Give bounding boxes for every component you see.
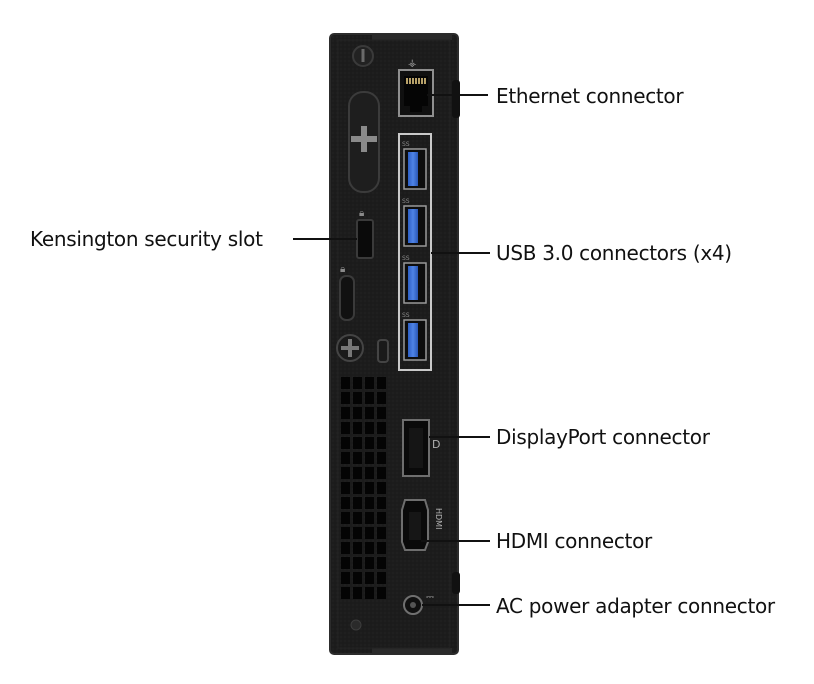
vent-slot [365, 512, 374, 524]
vent-slot [377, 407, 386, 419]
vent-slot [365, 437, 374, 449]
side-tab [452, 80, 460, 118]
vent-slot [353, 587, 362, 599]
usb-symbol-icon: SS [402, 312, 410, 319]
vent-slot [365, 377, 374, 389]
vent-slot [377, 482, 386, 494]
vent-slot [353, 392, 362, 404]
side-tab [452, 572, 460, 594]
kensington-label: Kensington security slot [30, 227, 263, 251]
vent-slot [353, 482, 362, 494]
vent-slot [353, 467, 362, 479]
vent-slot [341, 542, 350, 554]
vent-slot [353, 572, 362, 584]
vent-slot [365, 482, 374, 494]
vent-slot [353, 422, 362, 434]
vent-slot [365, 557, 374, 569]
vent-slot [377, 572, 386, 584]
vent-slot [353, 497, 362, 509]
usb-label: USB 3.0 connectors (x4) [496, 241, 732, 265]
vent-slot [341, 482, 350, 494]
displayport-label: DisplayPort connector [496, 425, 710, 449]
vent-slot [365, 422, 374, 434]
thumbscrew [336, 334, 389, 363]
usb-port: SS [402, 312, 427, 361]
vent-slot [341, 467, 350, 479]
network-icon: ⚶ [408, 58, 417, 69]
usb-symbol-icon: SS [402, 255, 410, 262]
vent-slot [377, 542, 386, 554]
vent-slot [365, 407, 374, 419]
vent-slot [341, 377, 350, 389]
vent-slot [365, 527, 374, 539]
vent-slot [341, 572, 350, 584]
padlock-loop: 🔒︎ [339, 264, 355, 321]
vent-slot [377, 452, 386, 464]
usb-port: SS [402, 198, 427, 247]
expansion-cover [348, 91, 380, 193]
vent-slot [377, 392, 386, 404]
padlock-icon: 🔒︎ [340, 264, 345, 275]
usb-port: SS [402, 141, 427, 190]
vent-slot [377, 422, 386, 434]
lock-icon: 🔒︎ [359, 208, 364, 219]
vent-slot [377, 377, 386, 389]
vent-slot [353, 377, 362, 389]
vent-slot [353, 557, 362, 569]
vent-slot [377, 512, 386, 524]
vent-grille [341, 377, 386, 599]
power-button [352, 45, 374, 67]
vent-slot [365, 497, 374, 509]
vent-slot [341, 587, 350, 599]
vent-slot [353, 542, 362, 554]
vent-slot [353, 527, 362, 539]
vent-slot [365, 587, 374, 599]
vent-slot [377, 467, 386, 479]
vent-slot [377, 527, 386, 539]
vent-slot [341, 512, 350, 524]
ac-power-port: ⎓ [403, 592, 434, 615]
dc-symbol-icon: ⎓ [426, 592, 434, 603]
status-led [350, 619, 362, 631]
displayport-icon: D [432, 438, 440, 451]
usb-port-cluster: SS SS SS SS [398, 133, 432, 371]
vent-slot [341, 407, 350, 419]
vent-slot [365, 452, 374, 464]
vent-slot [353, 452, 362, 464]
ac-power-label: AC power adapter connector [496, 594, 775, 618]
vent-slot [341, 437, 350, 449]
vent-slot [353, 407, 362, 419]
vent-slot [365, 542, 374, 554]
vent-slot [377, 437, 386, 449]
vent-slot [353, 437, 362, 449]
vent-slot [341, 557, 350, 569]
usb-symbol-icon: SS [402, 198, 410, 205]
hdmi-icon: HDMI [434, 508, 443, 529]
ethernet-label: Ethernet connector [496, 84, 684, 108]
vent-slot [341, 452, 350, 464]
displayport-port: D [402, 419, 440, 477]
vent-slot [341, 422, 350, 434]
vent-slot [365, 467, 374, 479]
callout-lines [293, 94, 490, 606]
hdmi-label: HDMI connector [496, 529, 652, 553]
vent-slot [341, 392, 350, 404]
vent-slot [377, 557, 386, 569]
vent-slot [377, 497, 386, 509]
vent-slot [353, 512, 362, 524]
vent-slot [341, 527, 350, 539]
usb-symbol-icon: SS [402, 141, 410, 148]
hdmi-port: HDMI [401, 499, 443, 551]
vent-slot [365, 572, 374, 584]
vent-slot [341, 497, 350, 509]
ethernet-port: ⚶ [398, 58, 434, 117]
vent-slot [377, 587, 386, 599]
usb-port: SS [402, 255, 427, 304]
vent-slot [365, 392, 374, 404]
